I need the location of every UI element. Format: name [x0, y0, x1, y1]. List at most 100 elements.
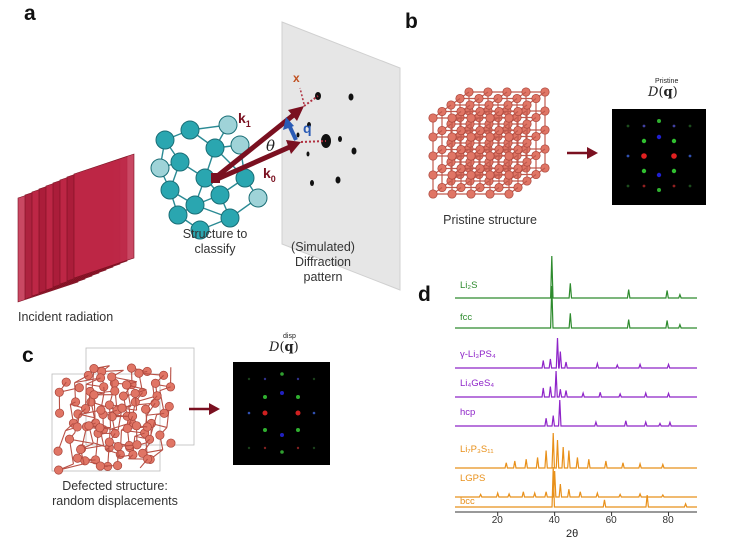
panel-b-letter: b [405, 10, 418, 33]
atom [72, 422, 82, 432]
x-axis-label: 2θ [566, 528, 579, 540]
atom [118, 391, 128, 401]
atom [485, 132, 495, 142]
atom [110, 386, 120, 396]
atom [504, 151, 514, 161]
panel-d-letter: d [418, 283, 431, 306]
panel-a-letter: a [24, 2, 36, 25]
atom [190, 220, 210, 240]
defected-label-line2: random displacements [52, 494, 178, 508]
structure-label-line2: classify [194, 242, 236, 256]
atom [107, 372, 117, 382]
defected-label-line1: Defected structure: [62, 479, 168, 493]
atom [447, 189, 457, 199]
atom [428, 189, 438, 199]
atom [76, 444, 86, 455]
atom [132, 440, 142, 450]
k0-label: k0 [263, 165, 276, 184]
atom [95, 461, 105, 471]
series-label: LGPS [460, 473, 486, 484]
incident-radiation-plates [17, 153, 135, 303]
atom [131, 421, 142, 431]
atom [104, 437, 114, 447]
xrd-series-line [455, 399, 697, 427]
pristine-diffraction-spots [626, 119, 692, 192]
atom [218, 115, 238, 135]
defected-structure [51, 347, 195, 475]
atom [74, 383, 84, 393]
structure-to-classify [150, 115, 268, 240]
series-label: γ-Li₃PS₄ [460, 349, 496, 360]
atom [55, 408, 65, 418]
atom [428, 113, 438, 123]
x-tick-label: 20 [491, 515, 503, 526]
atom [168, 205, 188, 225]
atom [141, 404, 151, 414]
atom [155, 430, 165, 440]
atom [210, 185, 230, 205]
xrd-series-line [455, 255, 697, 299]
atom [485, 170, 495, 180]
atom [180, 120, 200, 140]
atom [113, 461, 123, 471]
atom [504, 132, 514, 142]
diffraction-label-line3: pattern [303, 270, 343, 284]
atom [155, 130, 175, 150]
incident-radiation-label: Incident radiation [18, 310, 114, 324]
atom [84, 421, 94, 431]
series-label: Li₂S [460, 280, 478, 291]
xrd-series-line [455, 470, 697, 498]
diffraction-label-line2: Diffraction [294, 255, 352, 269]
x-tick-label: 80 [662, 515, 674, 526]
xrd-series-line [455, 370, 697, 398]
atom [121, 380, 132, 390]
series-label: Li₄GeS₄ [460, 378, 495, 389]
atom [95, 423, 105, 433]
atom [126, 363, 137, 373]
series-label: Li₇P₃S₁₁ [460, 444, 494, 455]
k1-label: k1 [238, 110, 251, 129]
pristine-structure-label: Pristine structure [443, 213, 537, 227]
atom [466, 132, 476, 142]
atom [230, 135, 250, 155]
atom [53, 446, 63, 456]
theta-label: θ [266, 137, 276, 155]
disp-d-label: D(q) [269, 340, 299, 355]
atom [485, 151, 495, 161]
atom [134, 368, 144, 378]
defected-diffraction-spots [247, 372, 316, 454]
atom [117, 403, 127, 413]
atom [122, 423, 132, 433]
atom [170, 152, 190, 172]
atom [466, 113, 476, 123]
atom [466, 189, 476, 199]
atom [466, 151, 476, 161]
atom [64, 434, 75, 444]
xrd-series-line [455, 285, 697, 329]
atom [447, 113, 457, 123]
pristine-d-label: D(q) [648, 85, 678, 100]
q-label: q [303, 120, 312, 136]
series-label: fcc [460, 312, 473, 323]
xrd-series-line [455, 337, 697, 369]
atom [150, 378, 160, 388]
atom [485, 113, 495, 123]
pristine-structure [428, 87, 550, 199]
atom [104, 400, 115, 410]
atom [166, 438, 176, 448]
structure-label-line1: Structure to [182, 227, 248, 241]
panel-c-letter: c [22, 344, 34, 367]
atom [164, 401, 174, 412]
series-label: bcc [460, 496, 475, 507]
atom [150, 158, 170, 178]
atom [54, 465, 64, 475]
atom [428, 132, 438, 142]
x-tick-label: 40 [548, 515, 560, 526]
xrd-series-line [455, 432, 697, 469]
x-tick-label: 60 [605, 515, 617, 526]
xrd-series-line [455, 466, 697, 508]
